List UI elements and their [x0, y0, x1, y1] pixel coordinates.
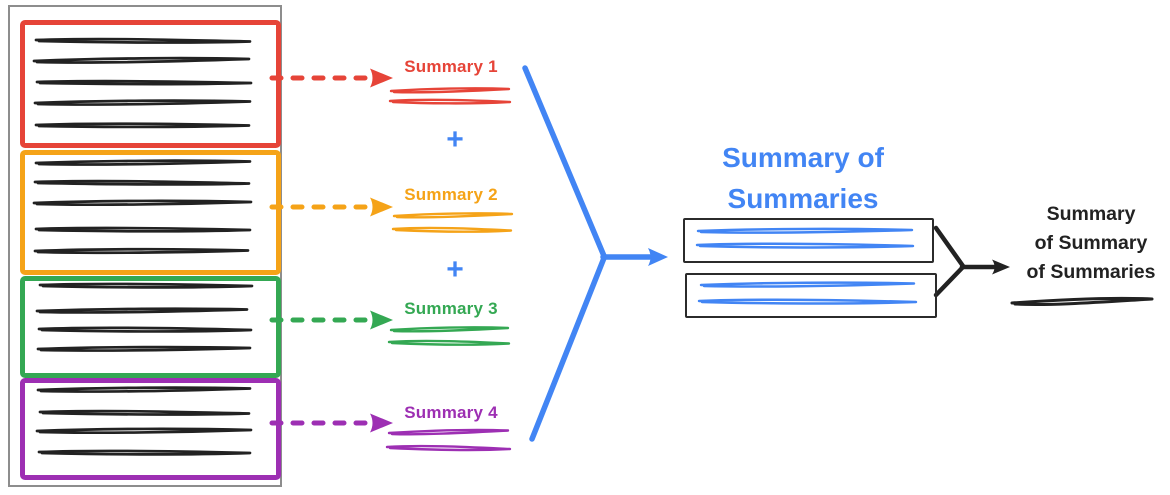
- merge-arrow-icon: [522, 65, 668, 442]
- scribble-text-line: [391, 226, 513, 233]
- scribble-text-line: [389, 87, 511, 94]
- dashed-arrow-orange: [269, 197, 393, 217]
- doc-section-green: [20, 276, 281, 378]
- doc-section-red: [20, 20, 281, 148]
- scribble-text-line: [389, 326, 510, 333]
- scribble-text-line: [385, 444, 512, 452]
- dashed-arrow-purple: [269, 413, 393, 433]
- summary-1-label: Summary 1: [404, 57, 498, 76]
- summary-3-label: Summary 3: [404, 299, 498, 318]
- scribble-text-line: [392, 212, 514, 219]
- doc-section-purple: [20, 378, 281, 480]
- scribble-text-line: [388, 98, 512, 105]
- source-document: [8, 5, 282, 487]
- summary-4-label: Summary 4: [404, 403, 498, 422]
- doc-section-orange: [20, 150, 281, 275]
- summary-of-summaries-box-2: [685, 273, 937, 318]
- summary-2-label: Summary 2: [404, 185, 498, 204]
- final-summary-label: Summary of Summary of Summaries: [1026, 203, 1156, 283]
- dashed-arrow-red: [269, 68, 393, 88]
- fork-arrow-icon: [933, 225, 1010, 298]
- scribble-text-line: [387, 339, 511, 346]
- plus-operator-1: +: [446, 123, 464, 156]
- plus-operator-2: +: [446, 253, 464, 286]
- scribble-text-line: [1010, 296, 1154, 307]
- dashed-arrow-green: [269, 310, 393, 330]
- summary-of-summaries-box-1: [683, 218, 934, 263]
- scribble-text-line: [387, 428, 510, 436]
- summary-of-summaries-title: Summary of Summaries: [722, 142, 884, 214]
